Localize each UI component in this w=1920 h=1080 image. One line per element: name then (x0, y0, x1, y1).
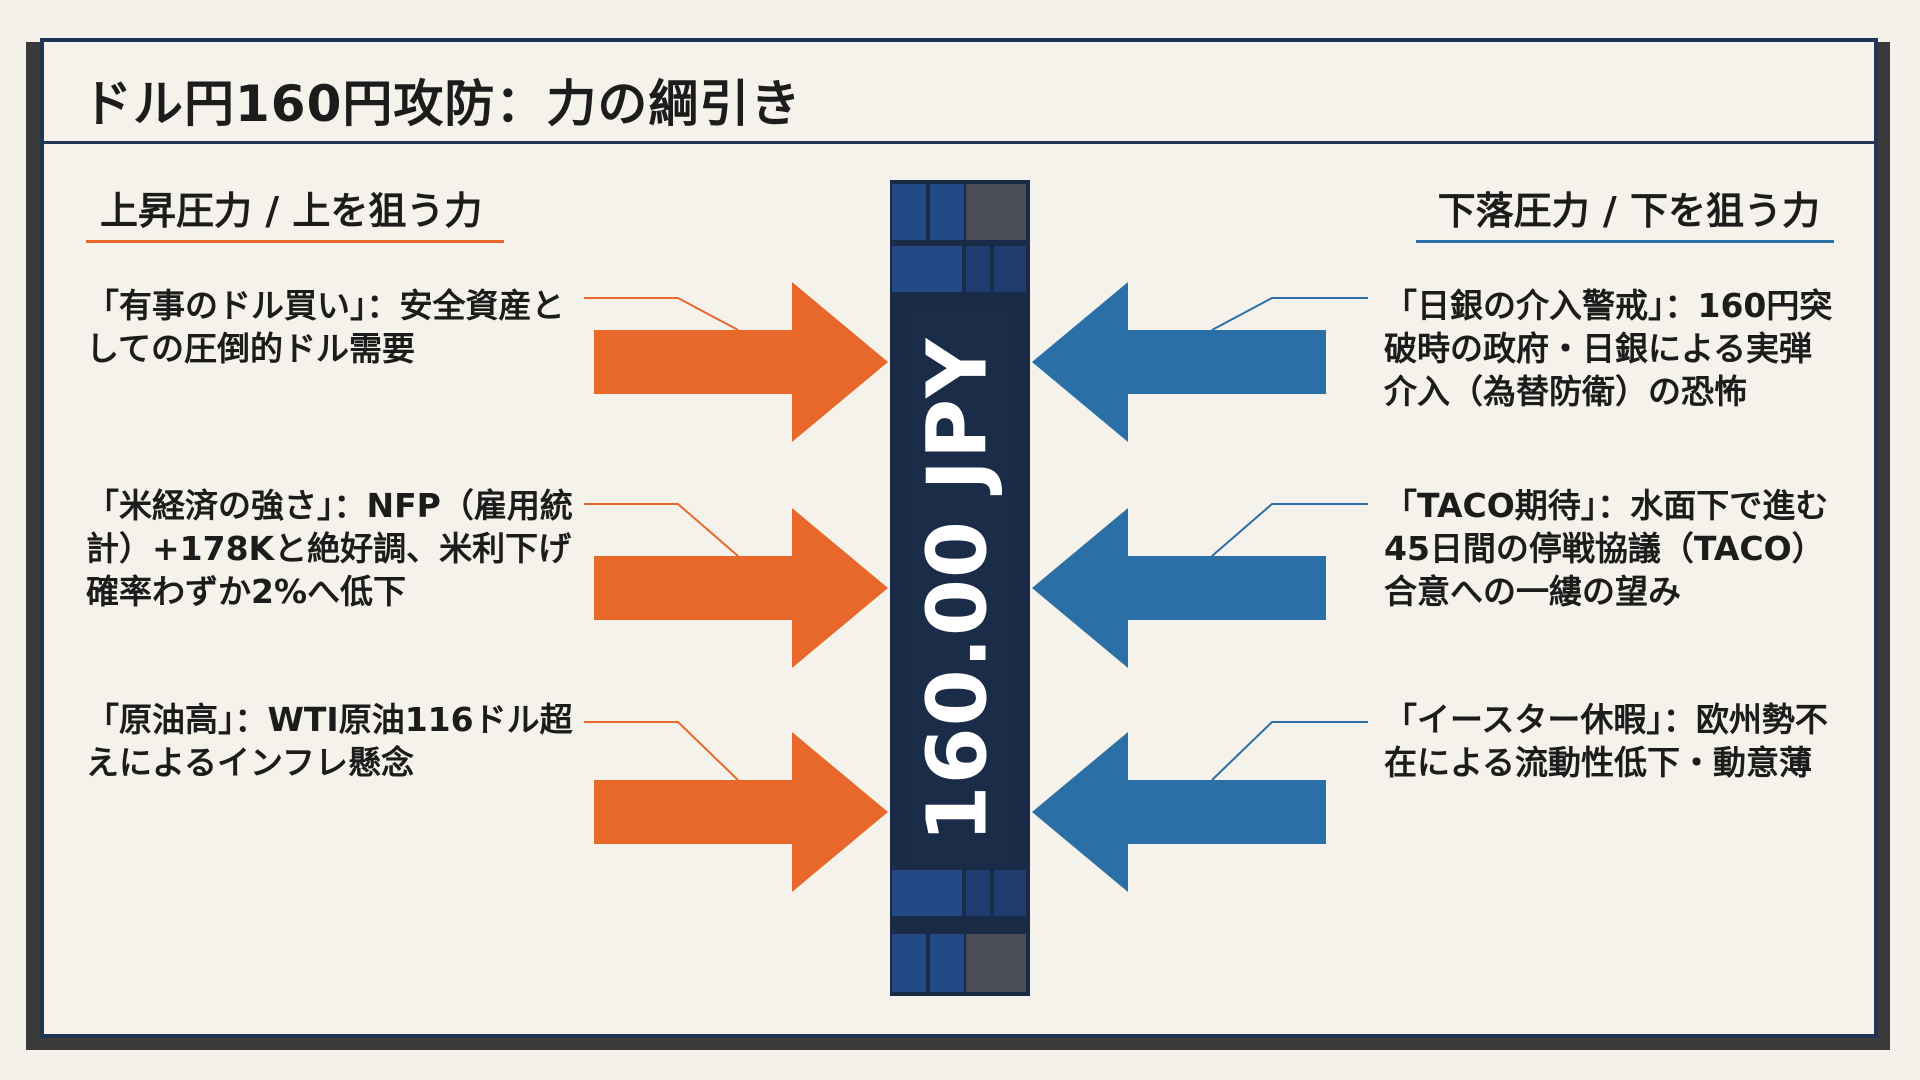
title-band: ドル円160円攻防：力の綱引き (44, 42, 1874, 144)
price-level-label: 160.00 JPY (910, 337, 1006, 843)
downward-factor-boj-intervention: 「日銀の介入警戒」：160円突破時の政府・日銀による実弾介入（為替防衛）の恐怖 (1384, 286, 1833, 411)
upward-pressure-heading: 上昇圧力 / 上を狙う力 (100, 189, 483, 233)
upward-factor-us-economy: 「米経済の強さ」：NFP（雇用統計）+178Kと絶好調、米利下げ確率わずか2%へ… (86, 486, 573, 611)
upward-heading-underline (86, 240, 504, 243)
upward-factor-safe-haven: 「有事のドル買い」：安全資産としての圧倒的ドル需要 (86, 286, 565, 368)
page-title: ドル円160円攻防：力の綱引き (82, 75, 802, 133)
downward-factor-taco-hope: 「TACO期待」：水面下で進む45日間の停戦協議（TACO）合意への一縷の望み (1384, 486, 1829, 611)
downward-pressure-heading: 下落圧力 / 下を狙う力 (1437, 189, 1820, 233)
downward-factor-easter-holiday: 「イースター休暇」：欧州勢不在による流動性低下・動意薄 (1384, 700, 1828, 782)
downward-heading-underline (1416, 240, 1834, 243)
upward-factor-oil-price: 「原油高」：WTI原油116ドル超えによるインフレ懸念 (86, 700, 573, 782)
